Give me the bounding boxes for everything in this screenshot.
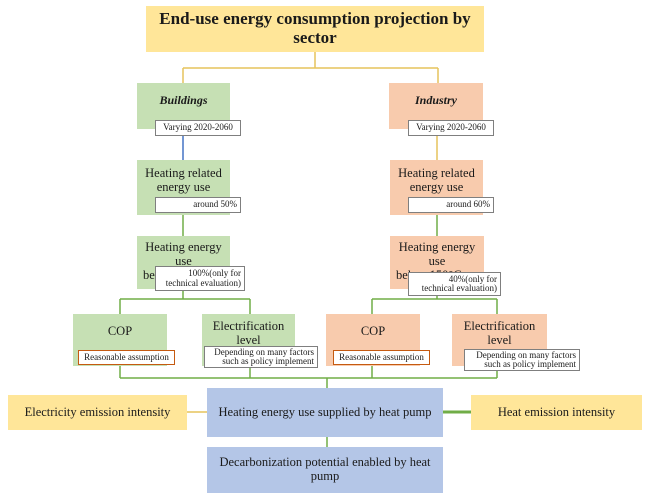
industry-elec-tag-line1: Depending on many factors [476,349,576,360]
buildings-below-line1: Heating energy use [145,240,222,268]
industry-tech-eval-tag: 40%(only for technical evaluation) [408,272,501,296]
buildings-elec-tag-line1: Depending on many factors [214,346,314,357]
decarbonization-box: Decarbonization potential enabled by hea… [207,447,443,493]
heat-emission-box: Heat emission intensity [471,395,642,430]
industry-elec-tag-line2: such as policy implement [484,359,576,369]
buildings-tech-line2: technical evaluation) [165,277,241,288]
industry-tech-line2: technical evaluation) [421,283,497,293]
industry-elec-line2: level [487,332,512,347]
industry-varying-tag: Varying 2020-2060 [408,120,494,136]
buildings-tech-eval-tag: 100%(only for technical evaluation) [155,266,245,291]
buildings-share-tag: around 50% [155,197,241,213]
heat-pump-supply-box: Heating energy use supplied by heat pump [207,388,443,437]
buildings-heating-related-line2: energy use [156,179,211,194]
buildings-elec-line1: Electrification [212,319,285,333]
buildings-varying-tag: Varying 2020-2060 [155,120,241,136]
industry-tech-line1: 40%(only for [448,273,497,284]
buildings-heating-related-line1: Heating related [145,166,222,180]
buildings-elec-line2: level [236,332,261,347]
page-title: End-use energy consumption projection by… [146,6,484,52]
electricity-emission-box: Electricity emission intensity [8,395,187,430]
industry-cop-tag: Reasonable assumption [333,350,430,365]
industry-share-tag: around 60% [408,197,494,213]
buildings-tech-line1: 100%(only for [188,268,241,279]
industry-electrification-tag: Depending on many factors such as policy… [464,349,580,371]
buildings-cop-tag: Reasonable assumption [78,350,175,365]
industry-below-line1: Heating energy use [398,240,476,268]
industry-heating-related-line1: Heating related [398,166,475,180]
buildings-electrification-tag: Depending on many factors such as policy… [204,346,318,368]
industry-elec-line1: Electrification [463,319,536,333]
buildings-elec-tag-line2: such as policy implement [222,356,314,366]
industry-heating-related-line2: energy use [409,179,464,194]
